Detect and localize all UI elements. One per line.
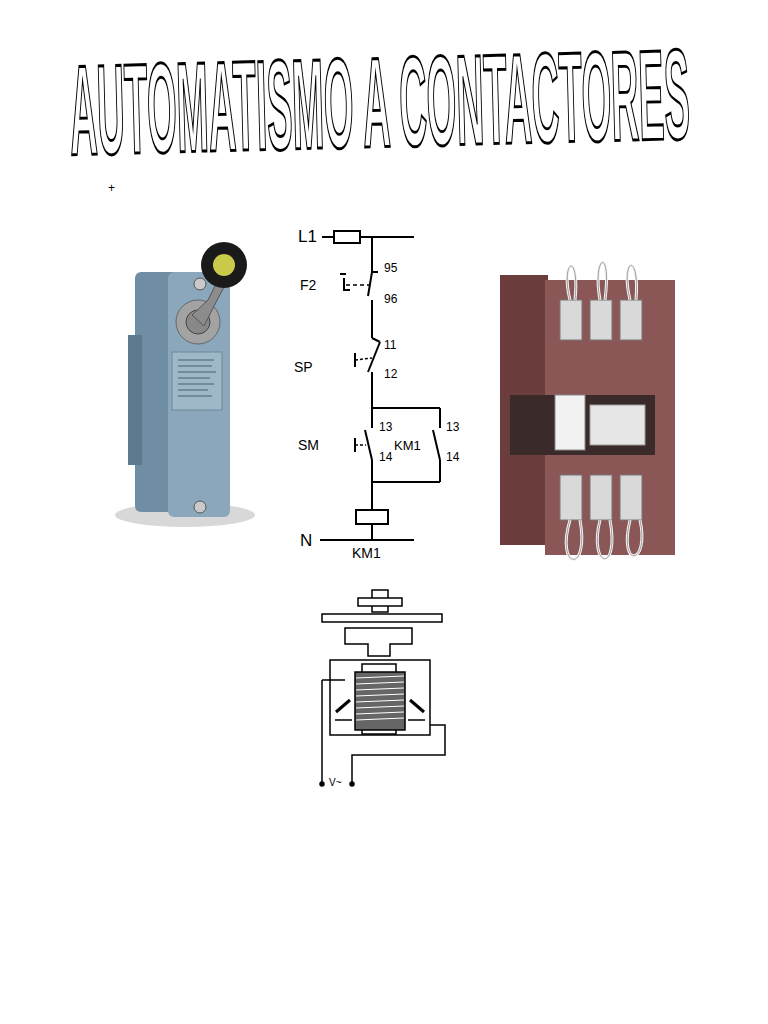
device-label: SP [294, 360, 313, 374]
device-label: KM1 [394, 439, 421, 452]
device-label: F2 [300, 278, 316, 292]
electromagnet [320, 590, 445, 786]
voltage-label: V~ [329, 778, 342, 788]
terminal-number: 12 [384, 368, 397, 380]
control-circuit [320, 231, 440, 540]
f2-contact [368, 272, 372, 296]
terminal-number: 11 [384, 339, 396, 351]
line-label: N [300, 532, 312, 549]
sm-contact [365, 430, 372, 460]
terminal-number: 96 [384, 293, 397, 305]
terminal-number: 13 [379, 421, 392, 433]
terminal-number: 13 [446, 421, 459, 433]
plus-sign: + [108, 182, 115, 194]
fuse-symbol [334, 231, 360, 243]
title-text: AUTOMATISMO A CONTACTORES [68, 32, 691, 176]
sp-contact [368, 342, 380, 372]
line-label: L1 [298, 228, 317, 245]
device-label: SM [298, 438, 319, 452]
km1-contact [433, 430, 440, 460]
limit-switch-picture [115, 242, 255, 527]
coil-symbol [356, 510, 388, 524]
terminal-number: 14 [379, 451, 392, 463]
contactor-picture [500, 262, 675, 559]
coil-label: KM1 [352, 546, 381, 560]
terminal-number: 95 [384, 262, 397, 274]
terminal-number: 14 [446, 451, 459, 463]
